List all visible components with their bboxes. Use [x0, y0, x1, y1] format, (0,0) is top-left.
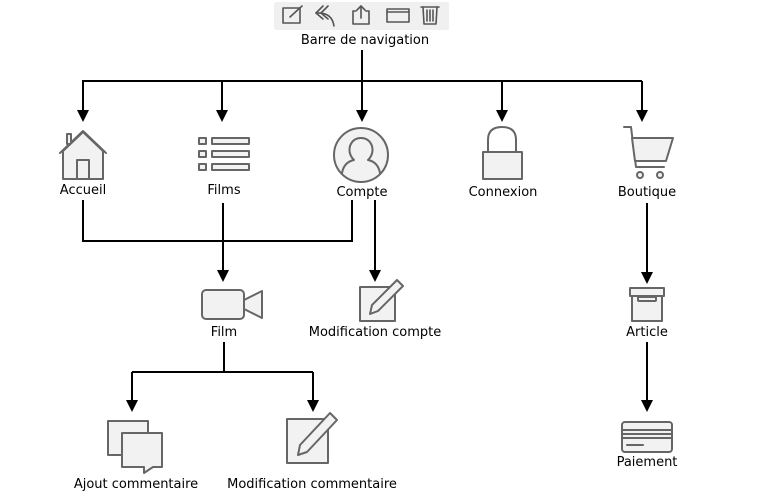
- arrowhead: [369, 270, 381, 282]
- arrowhead: [216, 110, 228, 122]
- cart-icon: [623, 126, 674, 179]
- node-label-compte: Compte: [336, 185, 388, 200]
- user-icon: [333, 127, 389, 183]
- node-label-accueil: Accueil: [59, 183, 107, 198]
- toolbar-icon: [274, 2, 449, 30]
- window-icon: [386, 8, 410, 23]
- node-label-modification-commentaire: Modification commentaire: [227, 477, 397, 492]
- arrowhead: [641, 400, 653, 412]
- connectors: [77, 50, 653, 412]
- node-label-article: Article: [626, 325, 668, 340]
- video-camera-icon: [201, 289, 263, 320]
- trash-icon: [420, 6, 440, 25]
- node-label-paiement: Paiement: [616, 455, 678, 470]
- arrowhead: [217, 270, 229, 282]
- node-label-film: Film: [210, 325, 238, 340]
- arrowhead: [641, 272, 653, 284]
- list-icon: [198, 137, 250, 171]
- comments-icon: [107, 420, 163, 474]
- credit-card-icon: [621, 421, 673, 453]
- arrowhead: [307, 400, 319, 412]
- node-label-boutique: Boutique: [617, 185, 677, 200]
- arrowhead: [77, 110, 89, 122]
- arrowhead: [126, 400, 138, 412]
- arrowhead: [496, 110, 508, 122]
- edit-icon: [359, 279, 404, 322]
- arrowhead: [636, 110, 648, 122]
- node-label-ajout-commentaire: Ajout commentaire: [73, 477, 199, 492]
- lock-icon: [482, 126, 523, 180]
- edit-icon: [282, 5, 303, 24]
- share-icon: [352, 5, 370, 25]
- home-icon: [59, 130, 107, 180]
- reply-icon: [315, 5, 335, 27]
- edge-accueil-compte-join: [82, 200, 353, 242]
- edit-icon: [286, 412, 338, 464]
- node-label-modification-compte: Modification compte: [308, 325, 442, 340]
- arrowhead: [356, 110, 368, 122]
- archive-box-icon: [629, 287, 665, 322]
- node-label-films: Films: [207, 183, 241, 198]
- navbar-label: Barre de navigation: [300, 33, 430, 48]
- node-label-connexion: Connexion: [468, 185, 538, 200]
